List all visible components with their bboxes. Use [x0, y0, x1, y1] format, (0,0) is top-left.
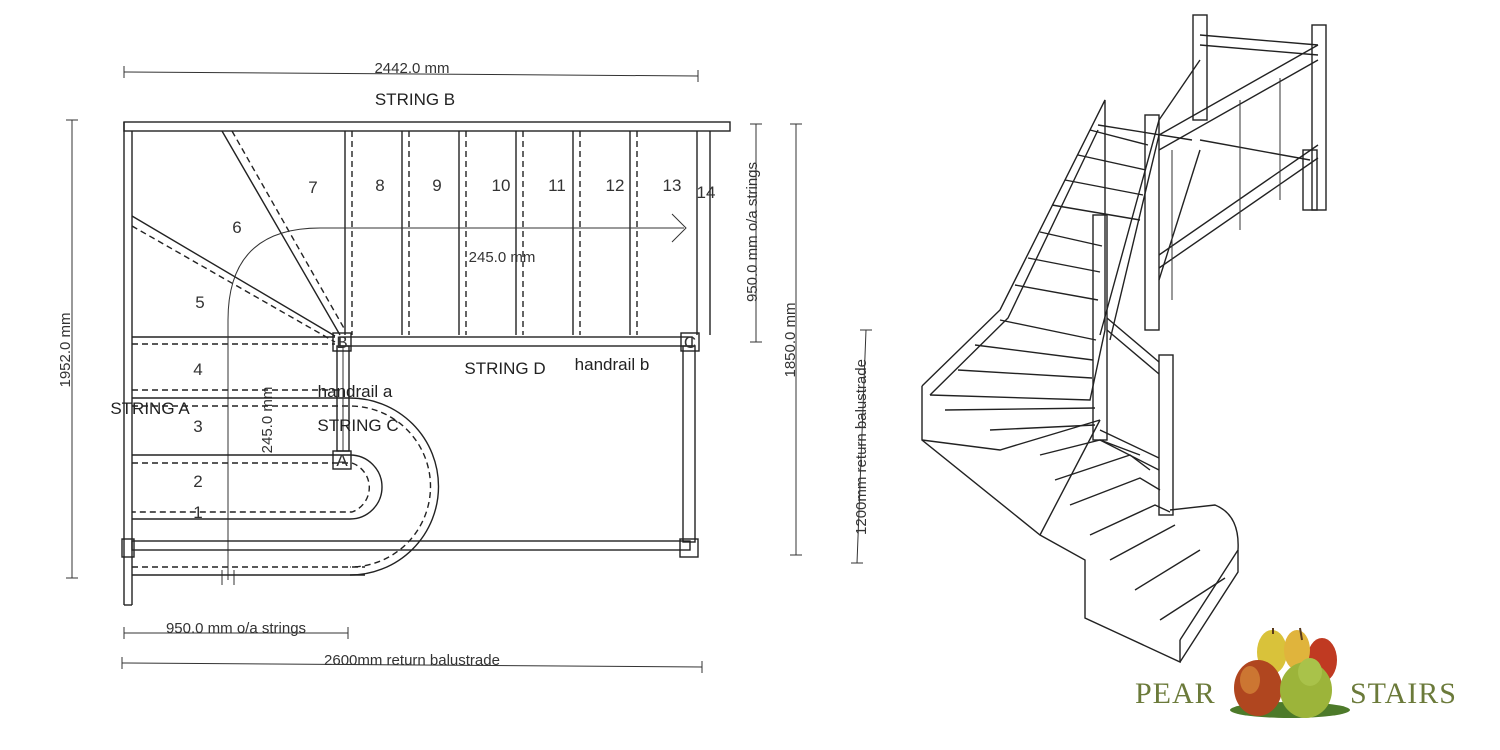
plan-frame: [123, 121, 731, 606]
tread-number-12: 12: [606, 176, 625, 195]
tread-number-5: 5: [195, 293, 204, 312]
iso-side-label: 1200mm return balustrade: [853, 359, 870, 535]
right-string-dimension: 950.0 mm o/a strings: [744, 123, 762, 343]
top-width-dimension: 2442.0 mm: [123, 60, 699, 82]
top-width-label: 2442.0 mm: [374, 60, 449, 77]
flight-tread-lines: [344, 131, 638, 335]
tread-number-14: 14: [697, 183, 716, 202]
bottom-balustrade-dimension: 2600mm return balustrade: [121, 652, 703, 673]
bullnose-string-c: [132, 389, 440, 576]
tread-number-11: 11: [548, 176, 566, 195]
right-balustrade: [682, 345, 696, 543]
handrail-a-label: handrail a: [318, 382, 393, 401]
right-height-dimension: 1850.0 mm: [782, 123, 802, 556]
string-a-label: STRING A: [110, 399, 190, 418]
bottom-strings-label: 950.0 mm o/a strings: [166, 620, 306, 637]
logo-text-right: STAIRS: [1350, 677, 1457, 710]
going-top-label: 245.0 mm: [469, 249, 536, 266]
tread-number-10: 10: [492, 176, 511, 195]
going-left-label: 245.0 mm: [259, 387, 276, 454]
bottom-strings-dimension: 950.0 mm o/a strings: [123, 620, 349, 639]
tread-number-6: 6: [232, 218, 241, 237]
handrail-b-label: handrail b: [575, 355, 650, 374]
stair-plan-drawing: 2442.0 mm STRING B 1952.0 mm 950.0 mm o/…: [57, 60, 802, 673]
post-b: B: [332, 332, 352, 352]
left-height-dimension: 1952.0 mm: [57, 119, 78, 579]
tread-number-9: 9: [432, 176, 441, 195]
tread-number-13: 13: [663, 176, 682, 195]
post-a: A: [332, 450, 352, 470]
tread-number-3: 3: [193, 417, 202, 436]
tread-number-7: 7: [308, 178, 317, 197]
left-height-label: 1952.0 mm: [57, 312, 74, 387]
tread-number-1: 1: [193, 503, 202, 522]
right-string-label: 950.0 mm o/a strings: [744, 162, 761, 302]
walking-line: [221, 213, 687, 585]
tread-number-2: 2: [193, 472, 202, 491]
post-bottom-right: [679, 538, 699, 558]
logo-text-left: PEAR: [1135, 677, 1216, 710]
tread-number-8: 8: [375, 176, 384, 195]
bottom-balustrade-label: 2600mm return balustrade: [324, 652, 500, 669]
string-d-label: STRING D: [464, 359, 545, 378]
string-b-label: STRING B: [375, 90, 455, 109]
iso-side-dimension: 1200mm return balustrade: [851, 329, 872, 564]
string-d: [339, 336, 693, 347]
svg-text:A: A: [336, 451, 348, 470]
tread-numbers: 1 2 3 4 5 6 7 8 9 10 11 12 13 14: [193, 176, 715, 522]
svg-text:B: B: [336, 333, 347, 352]
post-bottom-left: [121, 538, 135, 558]
pear-fruit-icon: [1230, 627, 1350, 718]
tread-number-4: 4: [193, 360, 202, 379]
iso-balustrade: [1092, 14, 1327, 516]
post-c: C: [680, 332, 700, 352]
svg-text:C: C: [684, 333, 696, 352]
string-c-label: STRING C: [317, 416, 398, 435]
right-height-label: 1850.0 mm: [782, 302, 799, 377]
